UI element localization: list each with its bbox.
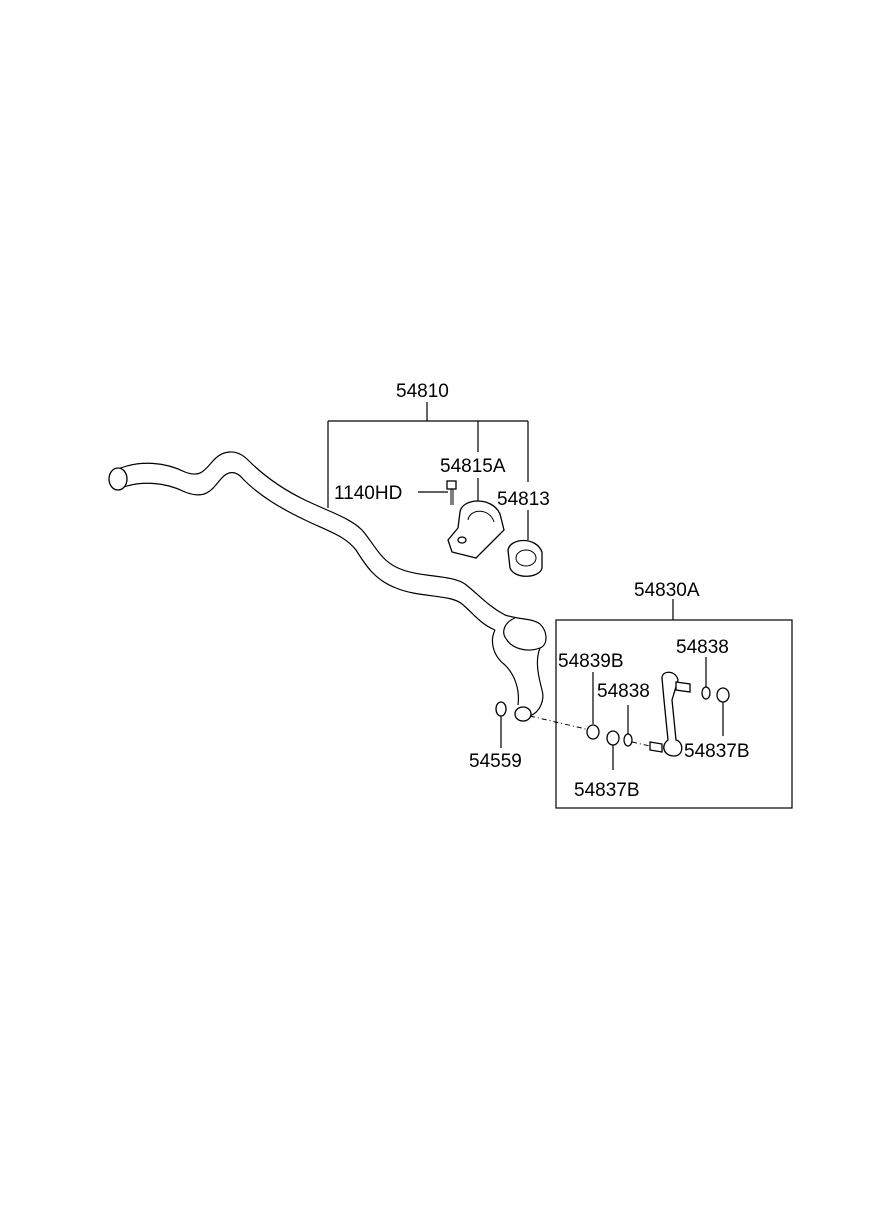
label-54815a: 54815A	[440, 456, 506, 477]
bushing-54813	[507, 510, 543, 577]
link-assembly-box-54830a	[555, 599, 793, 809]
label-54813: 54813	[497, 489, 550, 510]
label-54837b-bottom: 54837B	[574, 780, 640, 801]
washer-54559	[495, 701, 507, 748]
assembly-bracket-54810	[327, 402, 529, 508]
label-54837b-right: 54837B	[684, 741, 750, 762]
bolt-1140hd	[418, 480, 457, 505]
label-54839b: 54839B	[558, 651, 624, 672]
label-1140hd: 1140HD	[334, 483, 402, 504]
label-54559: 54559	[469, 751, 522, 772]
stabilizer-link	[529, 657, 730, 770]
stabilizer-bar	[108, 451, 547, 722]
label-54830a: 54830A	[634, 580, 700, 601]
label-54810: 54810	[396, 381, 449, 402]
bushing-clamp-54815a	[447, 478, 505, 559]
label-54838-top: 54838	[676, 637, 729, 658]
label-54838-mid: 54838	[597, 681, 650, 702]
